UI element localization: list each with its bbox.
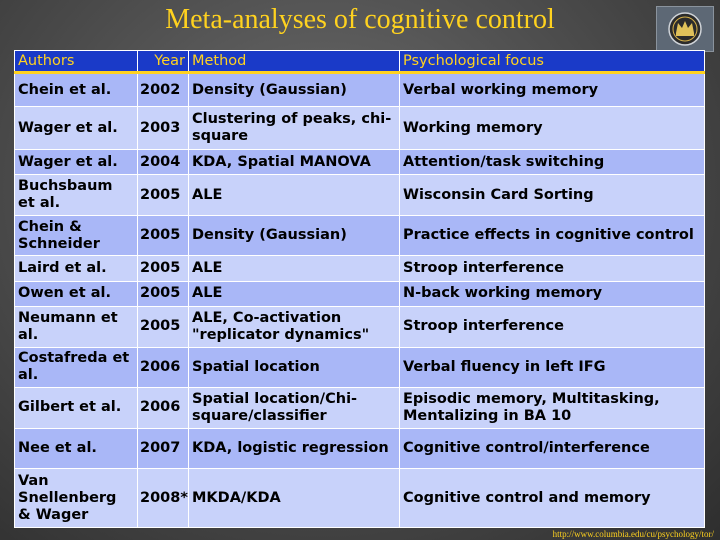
table-row: Laird et al. 2005 ALE Stroop interferenc…: [14, 255, 705, 282]
cell-method: Density (Gaussian): [188, 71, 400, 108]
cell-focus: N-back working memory: [399, 280, 705, 308]
header-method: Method: [188, 50, 400, 74]
cell-focus: Cognitive control/interference: [399, 427, 705, 470]
cell-focus: Working memory: [399, 106, 705, 150]
cell-method: MKDA/KDA: [188, 468, 400, 528]
cell-authors: Wager et al.: [14, 106, 138, 150]
cell-authors: Van Snellenberg & Wager: [14, 468, 138, 528]
cell-authors: Owen et al.: [14, 280, 138, 308]
meta-analyses-table-container: Authors Year Method Psychological focus …: [14, 50, 705, 528]
cell-focus: Verbal working memory: [399, 71, 705, 108]
crown-seal-icon: [656, 6, 714, 52]
cell-focus: Stroop interference: [399, 255, 705, 282]
cell-method: ALE, Co-activation "replicator dynamics": [188, 306, 400, 348]
cell-authors: Nee et al.: [14, 427, 138, 470]
footer-url: http://www.columbia.edu/cu/psychology/to…: [552, 529, 714, 539]
cell-year: 2007: [137, 427, 189, 470]
cell-method: KDA, logistic regression: [188, 427, 400, 470]
cell-focus: Stroop interference: [399, 306, 705, 348]
cell-authors: Laird et al.: [14, 255, 138, 282]
table-row: Neumann et al. 2005 ALE, Co-activation "…: [14, 306, 705, 348]
cell-year: 2006: [137, 387, 189, 429]
table-row: Wager et al. 2004 KDA, Spatial MANOVA At…: [14, 148, 705, 176]
cell-method: KDA, Spatial MANOVA: [188, 148, 400, 176]
table-row: Wager et al. 2003 Clustering of peaks, c…: [14, 106, 705, 150]
table-row: Owen et al. 2005 ALE N-back working memo…: [14, 280, 705, 308]
cell-focus: Episodic memory, Multitasking, Mentalizi…: [399, 387, 705, 429]
table-header-row: Authors Year Method Psychological focus: [14, 50, 705, 74]
cell-authors: Costafreda et al.: [14, 346, 138, 389]
cell-focus: Verbal fluency in left IFG: [399, 346, 705, 389]
cell-authors: Gilbert et al.: [14, 387, 138, 429]
cell-method: ALE: [188, 174, 400, 216]
cell-method: Spatial location: [188, 346, 400, 389]
cell-method: Density (Gaussian): [188, 214, 400, 257]
cell-year: 2005: [137, 255, 189, 282]
cell-year: 2002: [137, 71, 189, 108]
cell-focus: Attention/task switching: [399, 148, 705, 176]
cell-year: 2008*: [137, 468, 189, 528]
table-row: Chein et al. 2002 Density (Gaussian) Ver…: [14, 71, 705, 108]
cell-year: 2005: [137, 280, 189, 308]
cell-year: 2005: [137, 306, 189, 348]
table-row: Van Snellenberg & Wager 2008* MKDA/KDA C…: [14, 468, 705, 528]
header-psychological-focus: Psychological focus: [399, 50, 705, 74]
table-row: Costafreda et al. 2006 Spatial location …: [14, 346, 705, 389]
cell-year: 2005: [137, 214, 189, 257]
header-year: Year: [137, 50, 189, 74]
cell-method: ALE: [188, 255, 400, 282]
cell-method: Clustering of peaks, chi-square: [188, 106, 400, 150]
table-row: Buchsbaum et al. 2005 ALE Wisconsin Card…: [14, 174, 705, 216]
cell-authors: Neumann et al.: [14, 306, 138, 348]
cell-authors: Wager et al.: [14, 148, 138, 176]
table-row: Chein & Schneider 2005 Density (Gaussian…: [14, 214, 705, 257]
header-authors: Authors: [14, 50, 138, 74]
cell-year: 2005: [137, 174, 189, 216]
cell-year: 2003: [137, 106, 189, 150]
meta-analyses-table: Authors Year Method Psychological focus …: [14, 50, 705, 528]
cell-method: ALE: [188, 280, 400, 308]
cell-focus: Wisconsin Card Sorting: [399, 174, 705, 216]
cell-method: Spatial location/Chi-square/classifier: [188, 387, 400, 429]
slide-title: Meta-analyses of cognitive control: [165, 4, 555, 35]
cell-authors: Buchsbaum et al.: [14, 174, 138, 216]
cell-focus: Cognitive control and memory: [399, 468, 705, 528]
table-row: Gilbert et al. 2006 Spatial location/Chi…: [14, 387, 705, 429]
cell-year: 2004: [137, 148, 189, 176]
cell-focus: Practice effects in cognitive control: [399, 214, 705, 257]
cell-year: 2006: [137, 346, 189, 389]
table-row: Nee et al. 2007 KDA, logistic regression…: [14, 427, 705, 470]
cell-authors: Chein & Schneider: [14, 214, 138, 257]
cell-authors: Chein et al.: [14, 71, 138, 108]
